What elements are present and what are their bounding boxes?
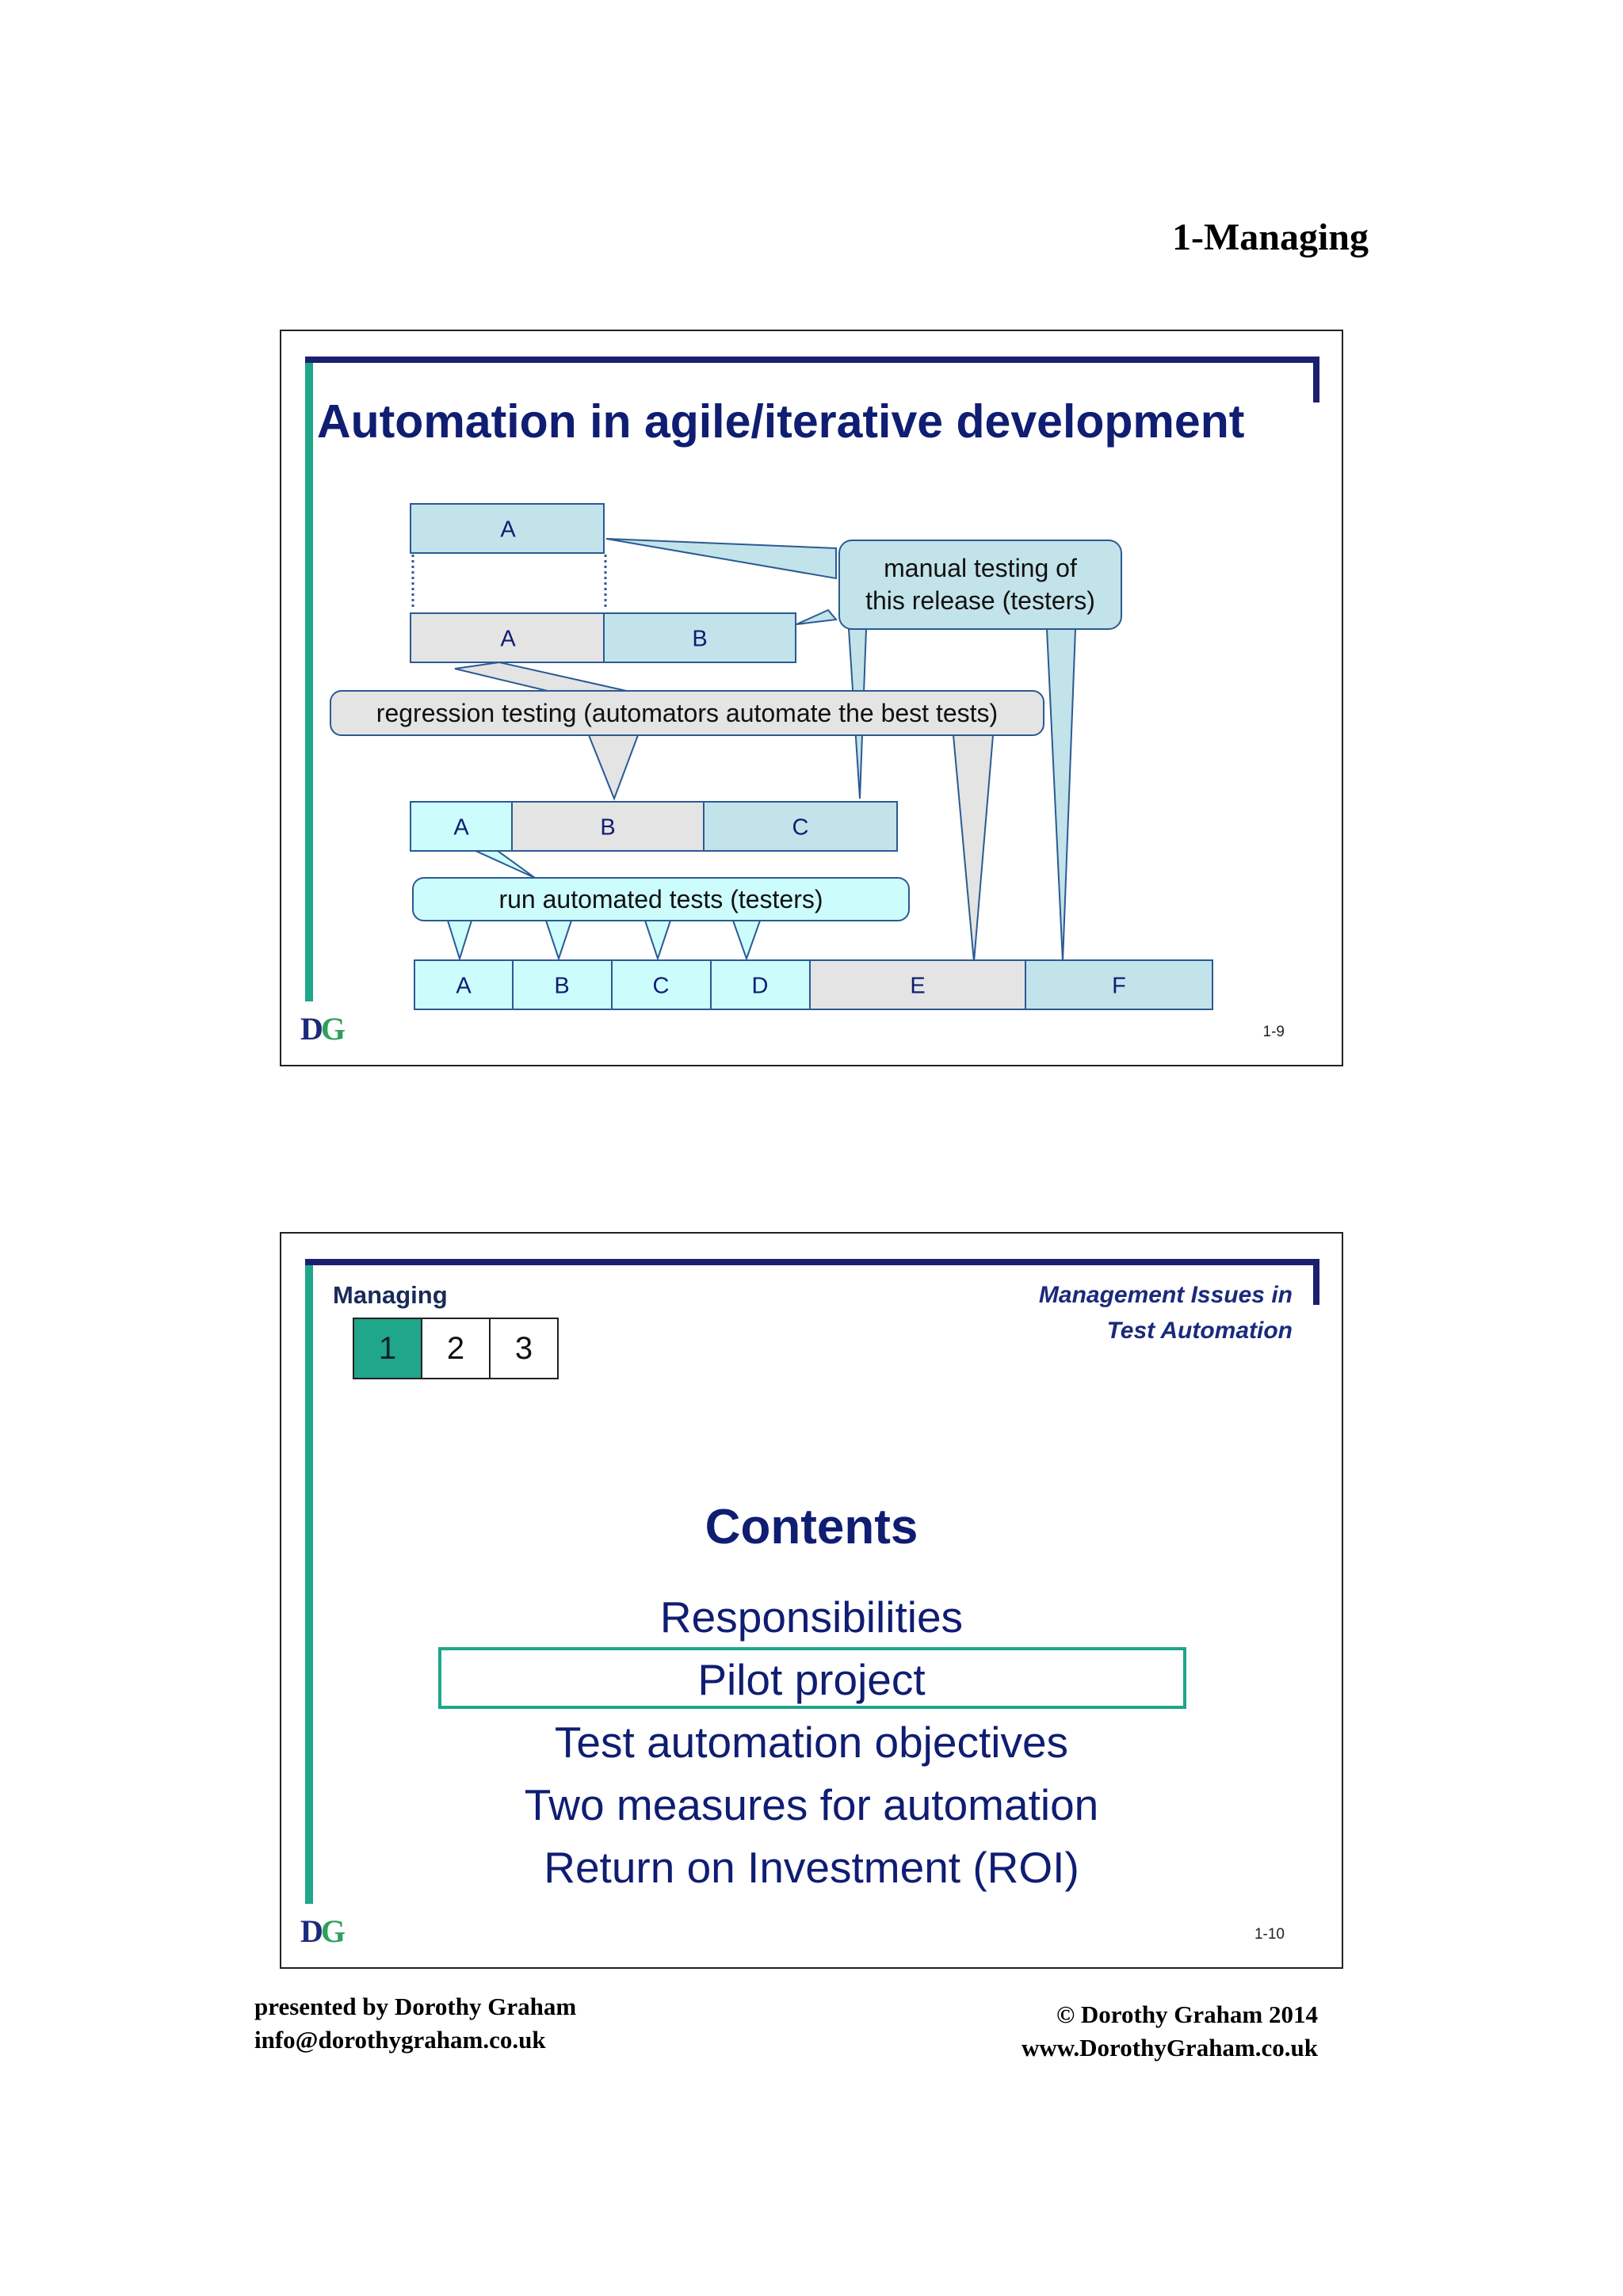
regression-testing-callout bbox=[330, 690, 1044, 736]
manual-testing-text-line2: this release (testers) bbox=[865, 586, 1095, 616]
course-title-line1: Management Issues in bbox=[1038, 1282, 1293, 1308]
row4-box-e bbox=[809, 959, 1026, 1010]
row3-label-c: C bbox=[792, 814, 809, 841]
row3-label-a: A bbox=[453, 814, 469, 841]
slide-left-bar bbox=[305, 358, 313, 1001]
footer-copyright-block: © Dorothy Graham 2014 www.DorothyGraham.… bbox=[1022, 1998, 1318, 2065]
row3-box-c bbox=[703, 801, 898, 852]
page-header: 1-Managing bbox=[1171, 216, 1369, 258]
dg-logo: DG bbox=[300, 1011, 346, 1047]
slide-right-tick bbox=[1313, 357, 1319, 402]
row4-label-e: E bbox=[910, 973, 926, 999]
row4-box-b bbox=[512, 959, 613, 1010]
row1-label-a: A bbox=[500, 517, 516, 543]
row3-label-b: B bbox=[600, 814, 616, 841]
manual-testing-text-line1: manual testing of bbox=[884, 554, 1077, 583]
manual-testing-callout bbox=[838, 540, 1122, 630]
contents-item-pilot-project: Pilot project bbox=[697, 1655, 926, 1704]
contents-heading: Contents bbox=[705, 1500, 918, 1554]
row4-box-d bbox=[710, 959, 811, 1010]
slide-number: 1-9 bbox=[1262, 1024, 1285, 1040]
row4-label-f: F bbox=[1112, 973, 1126, 999]
row4-box-c bbox=[611, 959, 712, 1010]
copyright-text: © Dorothy Graham 2014 bbox=[1056, 2000, 1318, 2028]
row4-label-a: A bbox=[456, 973, 472, 999]
contents-item-roi: Return on Investment (ROI) bbox=[544, 1843, 1079, 1892]
row4-box-f bbox=[1025, 959, 1213, 1010]
footer-presenter-block: presented by Dorothy Graham info@dorothy… bbox=[254, 1990, 576, 2057]
slide-diagram bbox=[305, 357, 1319, 1010]
section-label: Managing bbox=[333, 1281, 448, 1309]
row4-box-a bbox=[414, 959, 514, 1010]
slide-contents: Managing Management Issues in Test Autom… bbox=[280, 1232, 1343, 1969]
section-nav-2[interactable]: 2 bbox=[421, 1318, 491, 1379]
presenter-name: presented by Dorothy Graham bbox=[254, 1993, 577, 2020]
course-title-line2: Test Automation bbox=[1106, 1318, 1293, 1344]
slide-frame bbox=[305, 1259, 1319, 1904]
slide-number: 1-10 bbox=[1254, 1926, 1285, 1943]
contents-item-two-measures: Two measures for automation bbox=[524, 1780, 1099, 1829]
row4-label-d: D bbox=[751, 973, 769, 999]
course-title: Management Issues in Test Automation bbox=[1039, 1277, 1293, 1348]
row3-box-a bbox=[410, 801, 513, 852]
slide-agile-automation: Automation in agile/iterative developmen… bbox=[280, 330, 1343, 1066]
section-nav-3[interactable]: 3 bbox=[489, 1318, 559, 1379]
slide-top-bar bbox=[305, 357, 1319, 363]
run-automated-tests-callout bbox=[412, 877, 910, 921]
contents-item-objectives: Test automation objectives bbox=[554, 1718, 1069, 1767]
slide-title: Automation in agile/iterative developmen… bbox=[317, 395, 1245, 448]
row4-label-c: C bbox=[652, 973, 670, 999]
section-nav-1[interactable]: 1 bbox=[353, 1318, 422, 1379]
section-nav: 1 2 3 bbox=[353, 1318, 559, 1379]
dg-logo: DG bbox=[300, 1913, 346, 1949]
presenter-email[interactable]: info@dorothygraham.co.uk bbox=[254, 2025, 546, 2054]
row1-box-a bbox=[410, 503, 605, 554]
slide-top-bar bbox=[305, 1259, 1319, 1265]
current-topic-highlight bbox=[438, 1647, 1186, 1709]
contents-list: Responsibilities Pilot project Test auto… bbox=[281, 1586, 1342, 1899]
regression-testing-text: regression testing (automators automate … bbox=[376, 699, 999, 728]
row3-box-b bbox=[511, 801, 705, 852]
run-automated-tests-text: run automated tests (testers) bbox=[498, 885, 823, 914]
row2-label-b: B bbox=[692, 626, 708, 652]
row4-label-b: B bbox=[554, 973, 570, 999]
slide-right-tick bbox=[1313, 1259, 1319, 1305]
row2-label-a: A bbox=[500, 626, 516, 652]
slide-left-bar bbox=[305, 1261, 313, 1904]
contents-item-responsibilities: Responsibilities bbox=[659, 1592, 964, 1642]
row2-box-b bbox=[603, 612, 796, 663]
website-link[interactable]: www.DorothyGraham.co.uk bbox=[1021, 2033, 1318, 2061]
